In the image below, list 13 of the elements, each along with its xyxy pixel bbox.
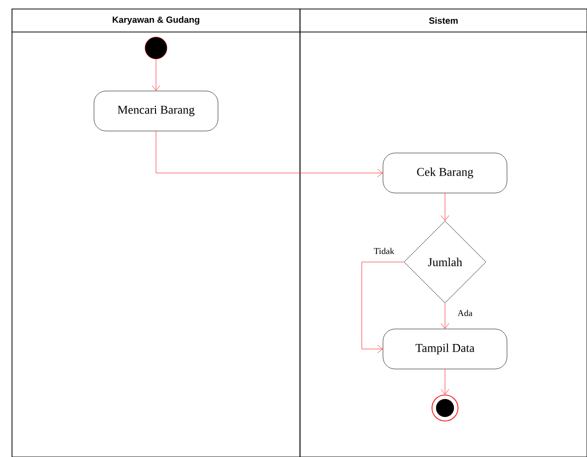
arrow bbox=[440, 303, 450, 329]
action-box: Tampil Data bbox=[382, 328, 508, 370]
arrow bbox=[440, 193, 450, 221]
start-node bbox=[144, 36, 168, 60]
arrow bbox=[362, 262, 404, 354]
edge-label: Tidak bbox=[372, 246, 396, 256]
edge-label: Ada bbox=[456, 308, 474, 318]
arrow bbox=[156, 131, 383, 178]
arrow bbox=[152, 59, 160, 91]
end-node bbox=[432, 394, 458, 422]
arrow bbox=[440, 369, 450, 394]
action-box: Cek Barang bbox=[382, 152, 508, 194]
action-box: Mencari Barang bbox=[94, 90, 218, 132]
